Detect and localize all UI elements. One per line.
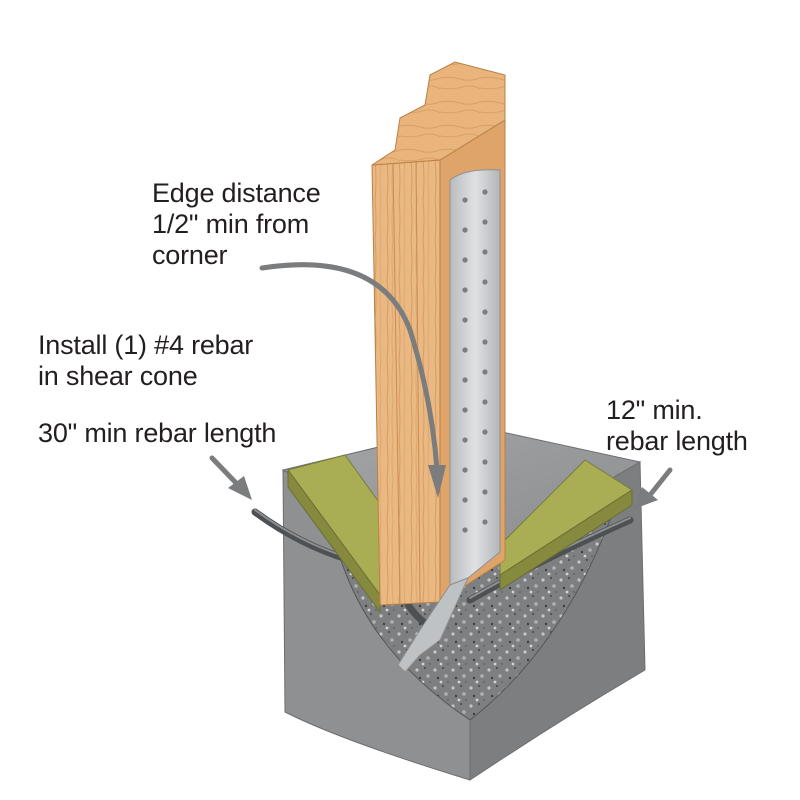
rebar-12-arrow <box>647 467 673 498</box>
strap-embedded-leg <box>397 577 469 673</box>
callout-edge-distance: Edge distance 1/2" min from corner <box>152 178 321 270</box>
rebar-30-arrow <box>209 455 241 488</box>
callout-12-min-rebar-length: 12" min. rebar length <box>606 395 748 456</box>
callout-install-rebar: Install (1) #4 rebar in shear cone <box>38 330 254 391</box>
strap-nail-holes <box>462 189 488 533</box>
post-front-face <box>371 159 441 606</box>
strap-body <box>449 169 501 586</box>
callout-30-min-rebar-length: 30" min rebar length <box>38 418 277 448</box>
post-top-stepped <box>371 61 506 166</box>
edge-distance-arrow <box>259 262 440 473</box>
hold-down-strap <box>397 169 501 673</box>
leader-arrows <box>209 262 673 509</box>
